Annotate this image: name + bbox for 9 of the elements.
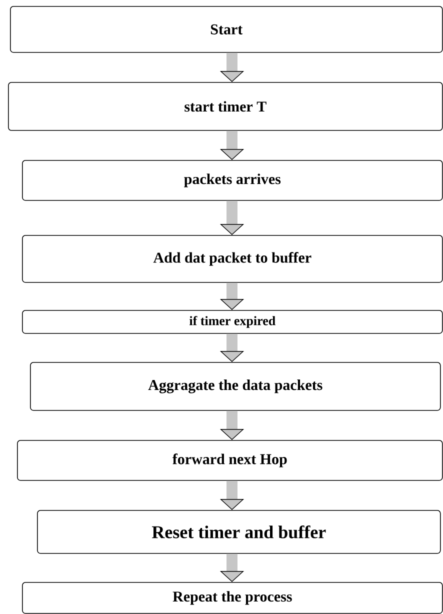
process-box: start timer T [8, 82, 443, 131]
process-box: Aggragate the data packets [30, 362, 441, 411]
process-box: Start [10, 6, 443, 53]
process-box: Reset timer and buffer [37, 510, 441, 554]
process-box: if timer expired [22, 310, 443, 334]
process-box: forward next Hop [17, 440, 443, 481]
process-box: Add dat packet to buffer [22, 235, 443, 283]
process-box: Repeat the process [22, 582, 443, 614]
process-box: packets arrives [22, 160, 443, 201]
